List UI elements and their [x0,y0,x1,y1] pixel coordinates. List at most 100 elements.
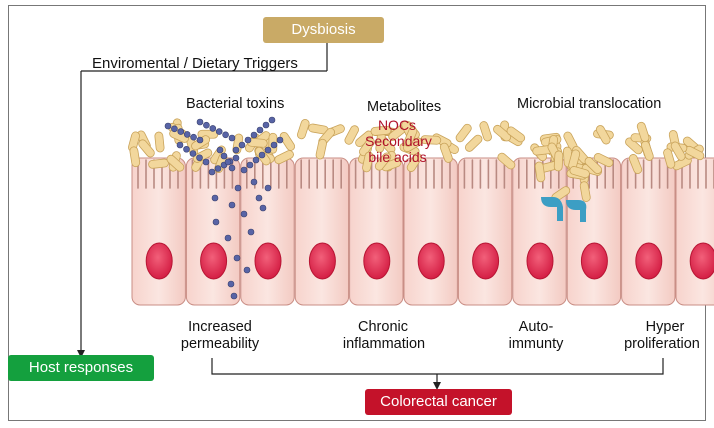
toxin-bead [183,145,190,153]
bacterium [497,152,516,170]
outcome-proliferation-line1: Hyper [645,319,685,335]
bacterium [129,146,141,168]
toxin-bead [203,121,210,129]
toxin-bead [228,164,236,172]
epithelial-cell [131,157,186,306]
outcomes-bracket [211,358,664,375]
receptor-left [541,197,563,221]
bacterium [593,153,614,168]
toxin-bead [214,165,222,172]
epithelial-cell-layer [131,157,714,306]
outcome-permeability-line2: permeability [180,336,260,352]
toxin-bead [230,292,238,300]
toxin-bead [268,116,276,124]
outcome-inflammation-line2: inflammation [342,336,426,352]
bacterium [315,138,327,160]
bacterium [420,135,442,145]
toxin-bead [227,280,235,288]
bacterium [406,152,422,172]
epithelial-cell [403,157,458,306]
bacterial-toxin-particles [164,116,284,300]
outcome-permeability-line1: Increased [188,319,252,335]
metabolites-label: Metabolites [367,99,442,115]
microbial-translocation-label: Microbial translocation [517,96,662,112]
toxin-bead [264,146,272,154]
cell-nucleus [635,242,663,280]
bacterium [479,121,492,142]
gut-microbiota [128,118,705,202]
bacterium [154,131,165,153]
bacterium [439,142,453,163]
cell-nucleus [580,242,608,280]
epithelial-cell [294,157,350,306]
bacterium [362,151,374,173]
immune-receptors [541,197,587,222]
toxin-bead [270,141,278,149]
translocating-bacterium [553,150,564,172]
toxin-bead [220,152,228,160]
colorectal-cancer-node: Colorectal cancer [365,389,512,415]
toxin-bead [196,118,204,126]
toxin-bead [164,122,172,130]
bacterium [403,126,418,147]
epithelial-cell [675,157,714,306]
translocating-bacterium [534,161,546,183]
bacterium [595,125,611,145]
toxin-bead [183,131,191,138]
outcome-autoimmunity-line2: immunty [508,336,564,352]
cell-nucleus [526,242,554,280]
bacterium [166,154,185,172]
dysbiosis-node: Dysbiosis [263,17,384,43]
toxin-bead [176,141,184,149]
toxin-bead [224,158,232,166]
bacterium [279,131,296,151]
toxin-bead [228,201,236,209]
toxin-bead [258,151,266,159]
toxin-bead [233,254,241,262]
cell-body [403,157,458,306]
toxin-bead [209,125,217,132]
toxin-bead [264,184,272,192]
toxin-bead [276,136,284,144]
arrowhead-colorectal-cancer [433,382,441,390]
bacterium [370,125,392,136]
epithelial-cell [621,157,676,306]
bacterium [506,126,526,143]
toxin-bead [262,121,270,129]
cell-nucleus [363,242,391,280]
cell-nucleus [472,242,500,280]
toxin-bead [256,126,264,134]
bacterium [464,134,483,152]
outcome-inflammation-line1: Chronic [358,319,408,335]
translocating-bacterium [579,181,591,202]
bacterium [344,125,359,145]
translocating-bacterium [584,156,603,175]
toxin-bead [259,204,267,212]
cell-nucleus [417,242,445,280]
bacterium [274,150,294,165]
toxin-bead [232,154,240,162]
toxin-bead [252,156,260,164]
metabolite-nocs: NOCs [377,117,417,133]
toxin-bead [190,133,197,141]
triggers-label: Enviromental / Dietary Triggers [92,55,298,72]
epithelial-cell [566,157,622,306]
toxin-bead [243,266,251,274]
toxin-bead [247,228,255,236]
cell-nucleus [145,242,173,280]
outcome-proliferation-line2: proliferation [624,336,700,352]
connector-lines [80,42,664,383]
toxin-bead [196,154,203,162]
toxin-bead [234,184,242,192]
toxin-bead [244,136,252,144]
bacterium [297,119,310,140]
bacterium [374,152,392,171]
cell-nucleus [254,242,282,280]
epithelial-cell [240,157,295,306]
host-responses-node: Host responses [8,355,154,381]
toxin-bead [208,168,216,176]
toxin-bead [232,146,240,154]
toxin-bead [238,141,246,149]
